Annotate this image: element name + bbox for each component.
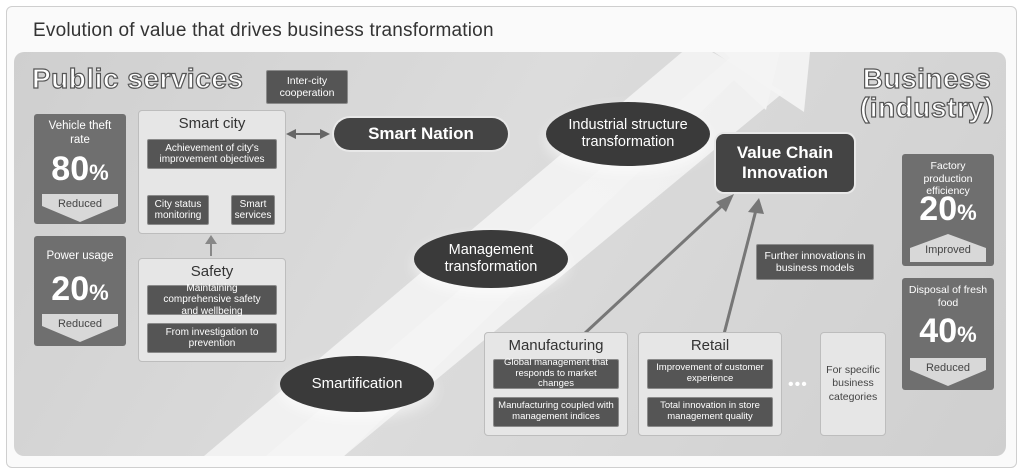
retail-title: Retail bbox=[690, 337, 730, 354]
stat-value: 20% bbox=[919, 190, 977, 228]
safety-title: Safety bbox=[190, 263, 234, 280]
down-arrow-icon: Reduced bbox=[910, 358, 986, 386]
ellipsis: ••• bbox=[788, 376, 808, 393]
inter-city-cooperation: Inter-city cooperation bbox=[266, 70, 348, 104]
stat-label: Vehicle theft rate bbox=[48, 120, 112, 146]
stat-label: Factory production efficiency bbox=[923, 160, 973, 198]
manufacturing-item: Manufacturing coupled with management in… bbox=[493, 397, 619, 427]
retail-item: Improvement of customer experience bbox=[647, 359, 773, 389]
stat-vehicle-theft: Vehicle theft rate 80% Reduced bbox=[34, 114, 126, 224]
diagram-panel: Public services Vehicle theft rate 80% R… bbox=[14, 52, 1006, 456]
further-innovations: Further innovations in business models bbox=[756, 244, 874, 280]
stat-factory-efficiency: Factory production efficiency 20% Improv… bbox=[902, 154, 994, 266]
smart-city-title: Smart city bbox=[178, 115, 246, 132]
specific-categories-label: For specific business categories bbox=[826, 363, 880, 403]
smart-city-box: Smart city Achievement of city's improve… bbox=[138, 110, 286, 234]
stat-label: Disposal of fresh food bbox=[908, 284, 988, 309]
manufacturing-box: Manufacturing Global management that res… bbox=[484, 332, 628, 436]
city-status-monitoring: City status monitoring bbox=[147, 195, 209, 225]
stat-power-usage: Power usage 20% Reduced bbox=[34, 236, 126, 346]
retail-box: Retail Improvement of customer experienc… bbox=[638, 332, 782, 436]
stat-value: 20% bbox=[51, 270, 109, 308]
retail-item: Total innovation in store management qua… bbox=[647, 397, 773, 427]
stat-value: 40% bbox=[919, 312, 977, 350]
specific-categories-box: For specific business categories bbox=[820, 332, 886, 436]
manufacturing-item: Global management that responds to marke… bbox=[493, 357, 619, 389]
down-arrow-icon: Reduced bbox=[42, 314, 118, 342]
safety-item: Maintaining comprehensive safety and wel… bbox=[147, 283, 277, 317]
smart-city-objective: Achievement of city's improvement object… bbox=[147, 139, 277, 169]
stage-smartification: Smartification bbox=[280, 356, 434, 412]
stage-management: Management transformation bbox=[414, 230, 568, 288]
stat-label: Power usage bbox=[46, 250, 114, 262]
up-arrow-icon: Improved bbox=[910, 234, 986, 262]
page-title: Evolution of value that drives business … bbox=[33, 20, 494, 41]
business-heading: Business (industry) bbox=[859, 63, 995, 124]
value-chain-innovation: Value Chain Innovation bbox=[716, 134, 854, 192]
stage-industrial: Industrial structure transformation bbox=[546, 102, 710, 166]
safety-item: From investigation to prevention bbox=[147, 323, 277, 353]
stat-fresh-food-disposal: Disposal of fresh food 40% Reduced bbox=[902, 278, 994, 390]
growth-arrow-head bbox=[714, 52, 810, 112]
smart-services: Smart services bbox=[231, 195, 275, 225]
smart-nation: Smart Nation bbox=[334, 118, 508, 150]
manufacturing-title: Manufacturing bbox=[508, 337, 604, 354]
safety-box: Safety Maintaining comprehensive safety … bbox=[138, 258, 286, 362]
arrow-manufacturing-to-value-chain bbox=[582, 200, 728, 336]
public-services-heading: Public services bbox=[31, 63, 244, 94]
stat-value: 80% bbox=[51, 150, 109, 188]
down-arrow-icon: Reduced bbox=[42, 194, 118, 222]
arrow-retail-to-value-chain bbox=[722, 209, 758, 335]
